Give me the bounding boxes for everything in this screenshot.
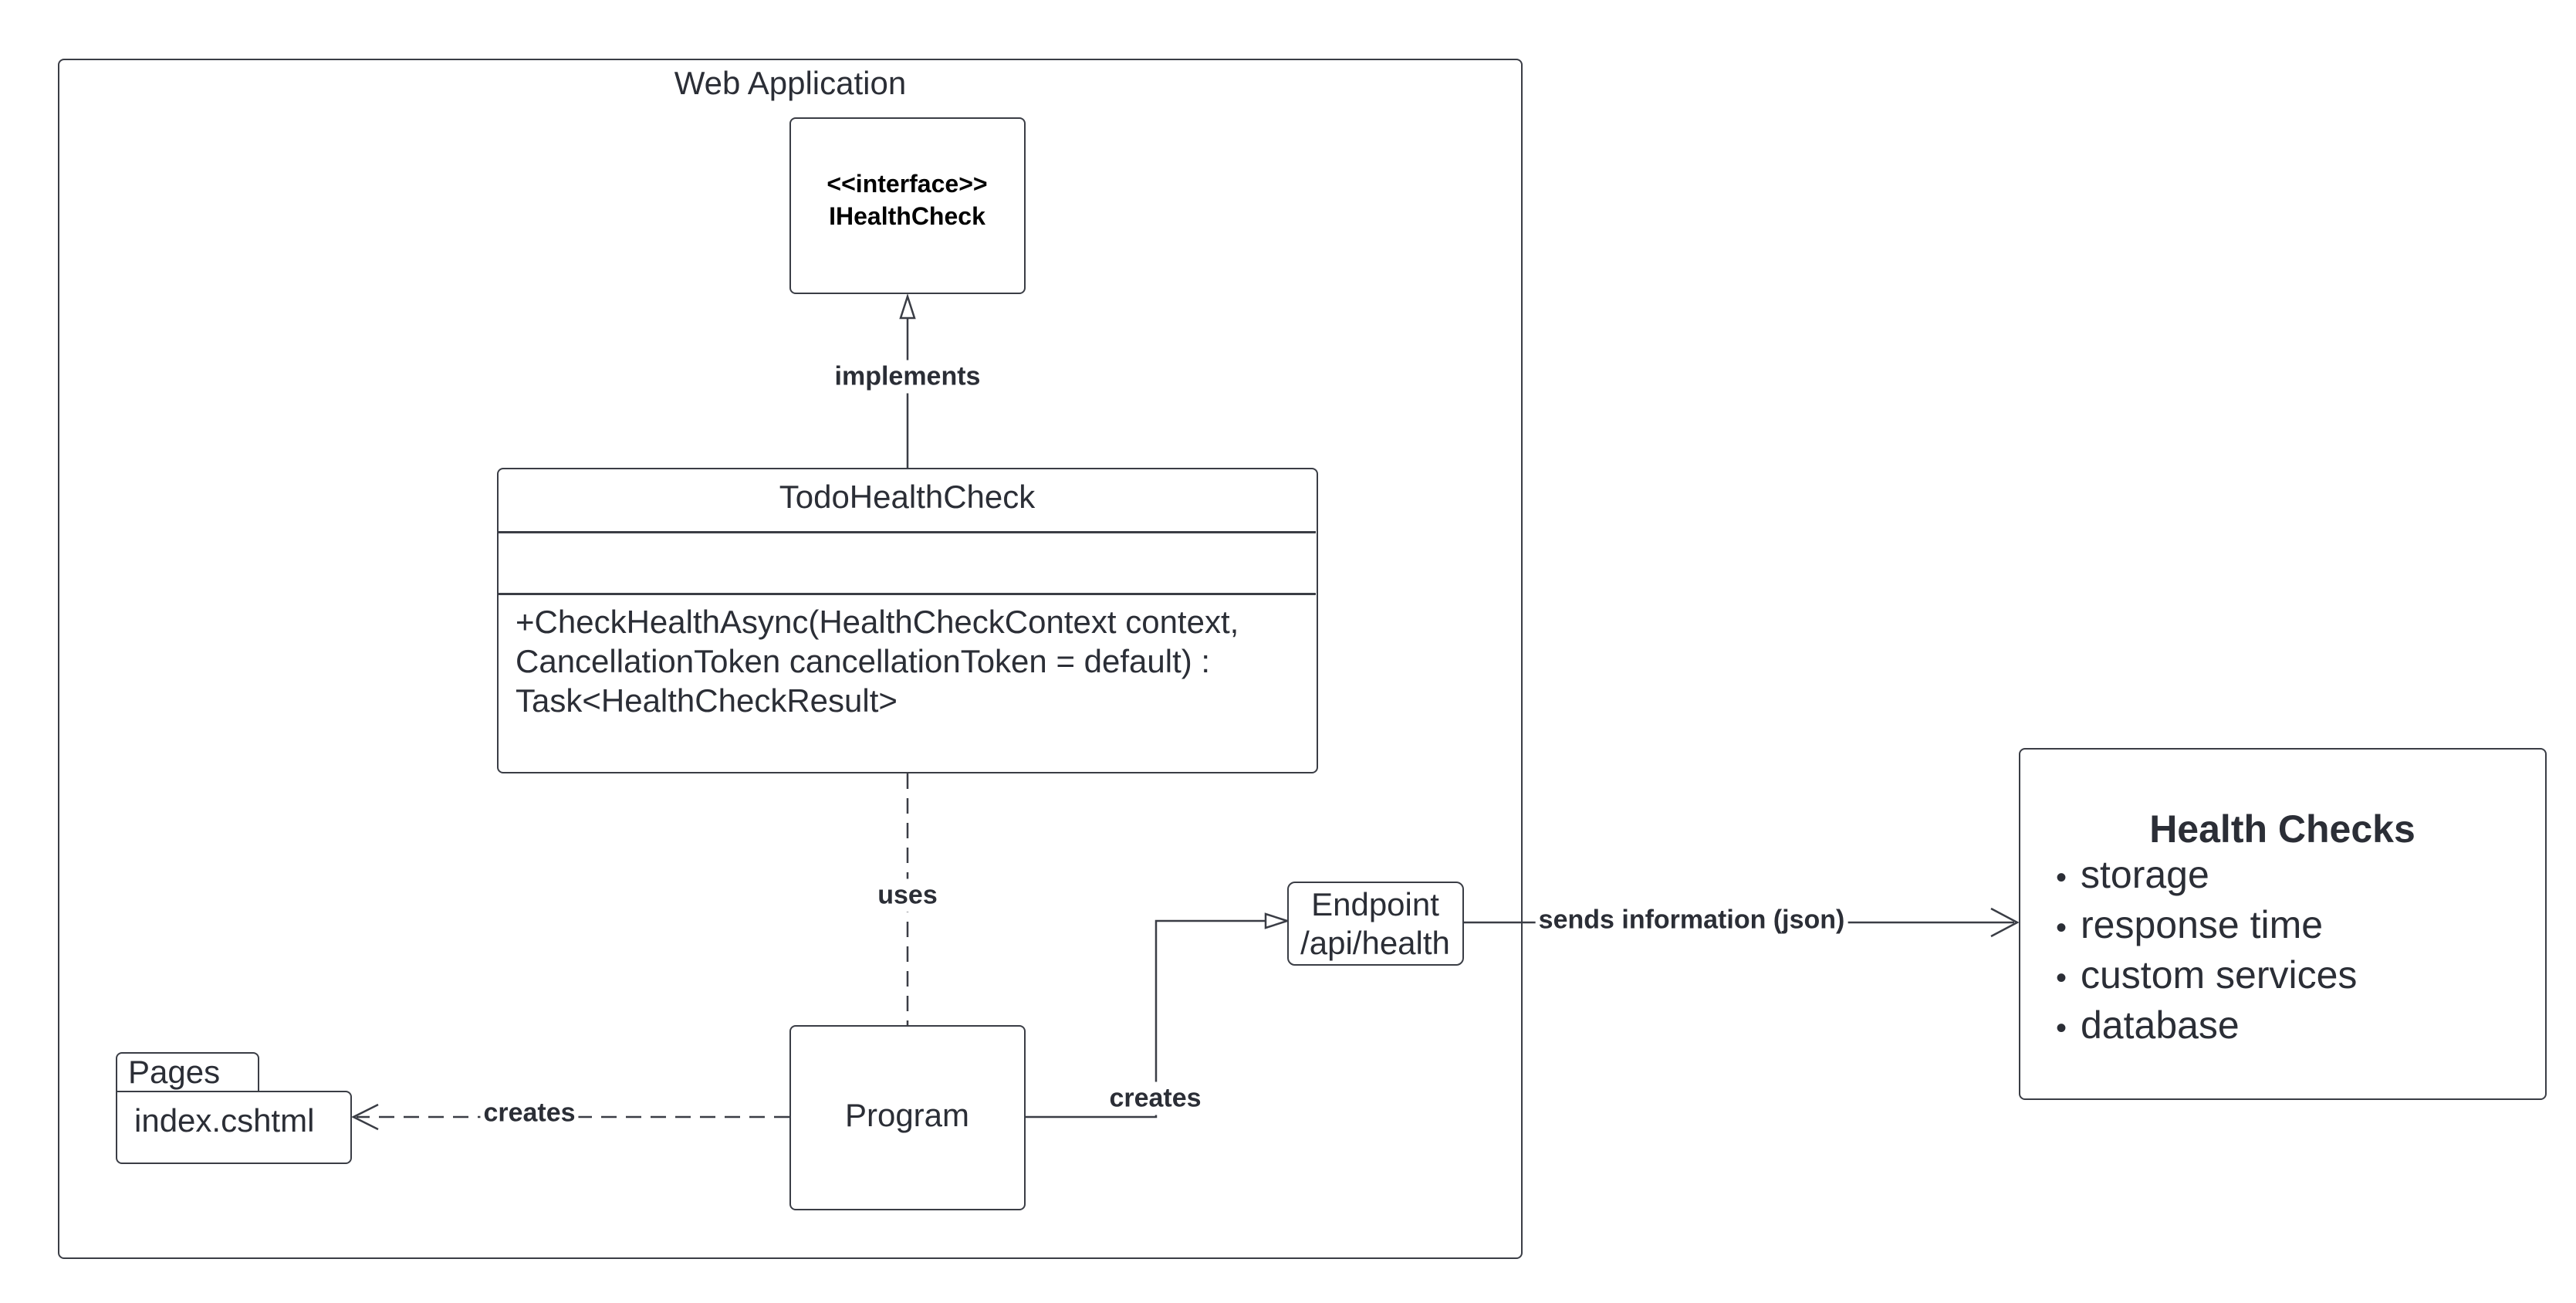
health-check-item: • database xyxy=(2056,1002,2357,1052)
pages-tab-label: Pages xyxy=(128,1054,221,1090)
todohealthcheck-class[interactable]: TodoHealthCheck +CheckHealthAsync(Health… xyxy=(497,468,1318,773)
endpoint-box[interactable]: Endpoint /api/health xyxy=(1287,882,1464,966)
health-check-item: • custom services xyxy=(2056,952,2357,1002)
health-check-item: • response time xyxy=(2056,902,2357,952)
bullet-icon: • xyxy=(2056,911,2067,945)
pages-package-body xyxy=(116,1091,352,1164)
creates-endpoint-label: creates xyxy=(1106,1081,1205,1115)
method-line-1: +CheckHealthAsync(HealthCheckContext con… xyxy=(516,604,1239,640)
web-application-title: Web Application xyxy=(674,65,907,101)
bullet-icon: • xyxy=(2056,1011,2067,1045)
uses-label: uses xyxy=(874,878,941,912)
pages-file-label: index.cshtml xyxy=(134,1102,315,1139)
bullet-icon: • xyxy=(2056,861,2067,895)
pages-package[interactable]: Pages index.cshtml xyxy=(116,1052,352,1164)
creates-endpoint-edge xyxy=(1026,919,1267,1119)
program-name: Program xyxy=(844,1097,970,1133)
health-check-item-label: custom services xyxy=(2081,953,2358,997)
method-line-2: CancellationToken cancellationToken = de… xyxy=(516,643,1211,679)
health-checks-box[interactable]: Health Checks • storage • response time • c… xyxy=(2019,748,2547,1100)
pages-package-tab xyxy=(116,1052,259,1092)
interface-name: IHealthCheck xyxy=(829,202,985,230)
method-line-3: Task<HealthCheckResult> xyxy=(516,682,898,719)
health-check-item: • storage xyxy=(2056,851,2357,902)
bullet-icon: • xyxy=(2056,961,2067,995)
sends-information-label: sends information (json) xyxy=(1535,903,1848,937)
health-check-item-label: storage xyxy=(2081,853,2209,896)
class-divider-top xyxy=(499,531,1316,533)
creates-pages-arrowhead xyxy=(351,1103,379,1131)
class-name: TodoHealthCheck xyxy=(779,479,1036,515)
health-check-item-label: response time xyxy=(2081,903,2324,946)
class-divider-bottom xyxy=(499,593,1316,595)
creates-endpoint-arrowhead xyxy=(1264,912,1291,929)
health-checks-title: Health Checks xyxy=(2149,807,2415,851)
sends-arrowhead xyxy=(1990,907,2020,938)
program-class[interactable]: Program xyxy=(789,1025,1026,1210)
web-application-container[interactable] xyxy=(58,59,1523,1259)
interface-stereotype: <<interface>> xyxy=(827,170,988,198)
creates-pages-label: creates xyxy=(480,1096,579,1130)
health-checks-list: • storage • response time • custom services… xyxy=(2056,851,2357,1052)
endpoint-route: /api/health xyxy=(1300,925,1450,961)
ihealthcheck-interface[interactable]: <<interface>> IHealthCheck xyxy=(789,117,1026,294)
implements-arrowhead xyxy=(899,293,916,320)
health-check-item-label: database xyxy=(2081,1003,2240,1047)
implements-label: implements xyxy=(831,360,984,394)
endpoint-label: Endpoint xyxy=(1311,886,1439,922)
